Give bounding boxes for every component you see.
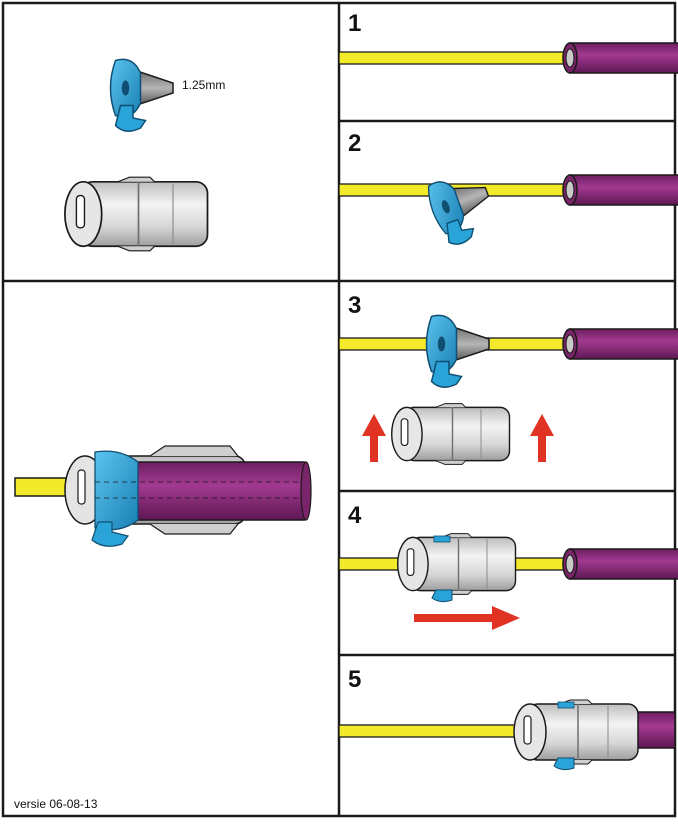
arrow-up-icon: [530, 414, 554, 462]
dimension-label: 1.25mm: [182, 78, 226, 92]
cable-jacket: [129, 461, 309, 521]
ferrule-icon: [109, 58, 174, 132]
step-2-illustration: [338, 166, 678, 250]
arrow-up-icon: [362, 414, 386, 462]
connector-body-icon: [64, 176, 209, 252]
ferrule-holder: [94, 450, 139, 531]
assembled-connector: [14, 445, 312, 547]
step-1-illustration: [338, 42, 678, 74]
step-3-illustration: [338, 314, 678, 466]
step-number-4: 4: [348, 502, 362, 529]
step-number-2: 2: [348, 130, 362, 157]
step-number-5: 5: [348, 666, 362, 693]
step-4-illustration: [338, 532, 678, 630]
version-label: versie 06-08-13: [14, 797, 98, 811]
step-number-1: 1: [348, 10, 362, 37]
arrow-right-icon: [414, 606, 520, 630]
step-number-3: 3: [348, 292, 362, 319]
step-5-illustration: [338, 699, 676, 771]
